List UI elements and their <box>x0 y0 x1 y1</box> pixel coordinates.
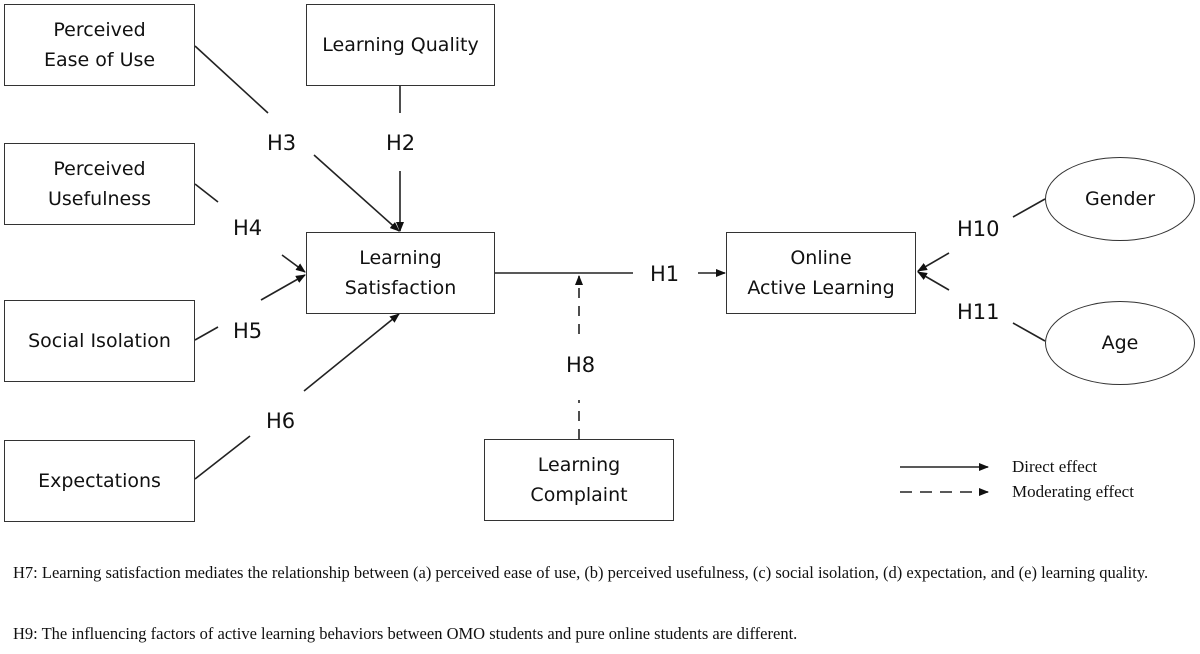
hypothesis-h4: H4 <box>233 216 263 240</box>
h4-arrow <box>281 254 306 273</box>
hypothesis-h1: H1 <box>650 262 680 286</box>
construct-perceived-usefulness: Perceived Usefulness <box>4 143 195 225</box>
h5-arrow <box>260 274 306 301</box>
hypothesis-h11: H11 <box>957 300 1000 324</box>
construct-perceived-ease-of-use: Perceived Ease of Use <box>4 4 195 86</box>
note-h9: H9: The influencing factors of active le… <box>13 624 798 643</box>
h6-line-a <box>194 435 251 480</box>
construct-expectations: Expectations <box>4 440 195 522</box>
construct-learning-satisfaction: Learning Satisfaction <box>306 232 495 314</box>
legend-moderating-effect: Moderating effect <box>1012 482 1134 501</box>
hypothesis-h8: H8 <box>566 353 596 377</box>
hypothesis-h3: H3 <box>267 131 297 155</box>
h3-arrow <box>313 154 400 232</box>
h4-line-a <box>194 183 219 203</box>
hypothesis-h5: H5 <box>233 319 263 343</box>
h3-line-a <box>194 45 269 114</box>
hypothesis-h2: H2 <box>386 131 416 155</box>
construct-gender: Gender <box>1045 157 1195 241</box>
construct-online-active-learning: Online Active Learning <box>726 232 916 314</box>
h11-line-a <box>1012 322 1046 342</box>
hypothesis-h6: H6 <box>266 409 296 433</box>
construct-age: Age <box>1045 301 1195 385</box>
legend-direct-effect: Direct effect <box>1012 457 1098 476</box>
hypothesis-h10: H10 <box>957 217 1000 241</box>
h5-line-a <box>194 326 219 341</box>
note-h7: H7: Learning satisfaction mediates the r… <box>13 563 1149 582</box>
construct-social-isolation: Social Isolation <box>4 300 195 382</box>
h10-arrow <box>917 252 950 272</box>
h10-line-a <box>1012 198 1046 218</box>
h6-arrow <box>303 313 400 392</box>
h11-arrow <box>917 271 950 291</box>
construct-learning-quality: Learning Quality <box>306 4 495 86</box>
construct-learning-complaint: Learning Complaint <box>484 439 674 521</box>
